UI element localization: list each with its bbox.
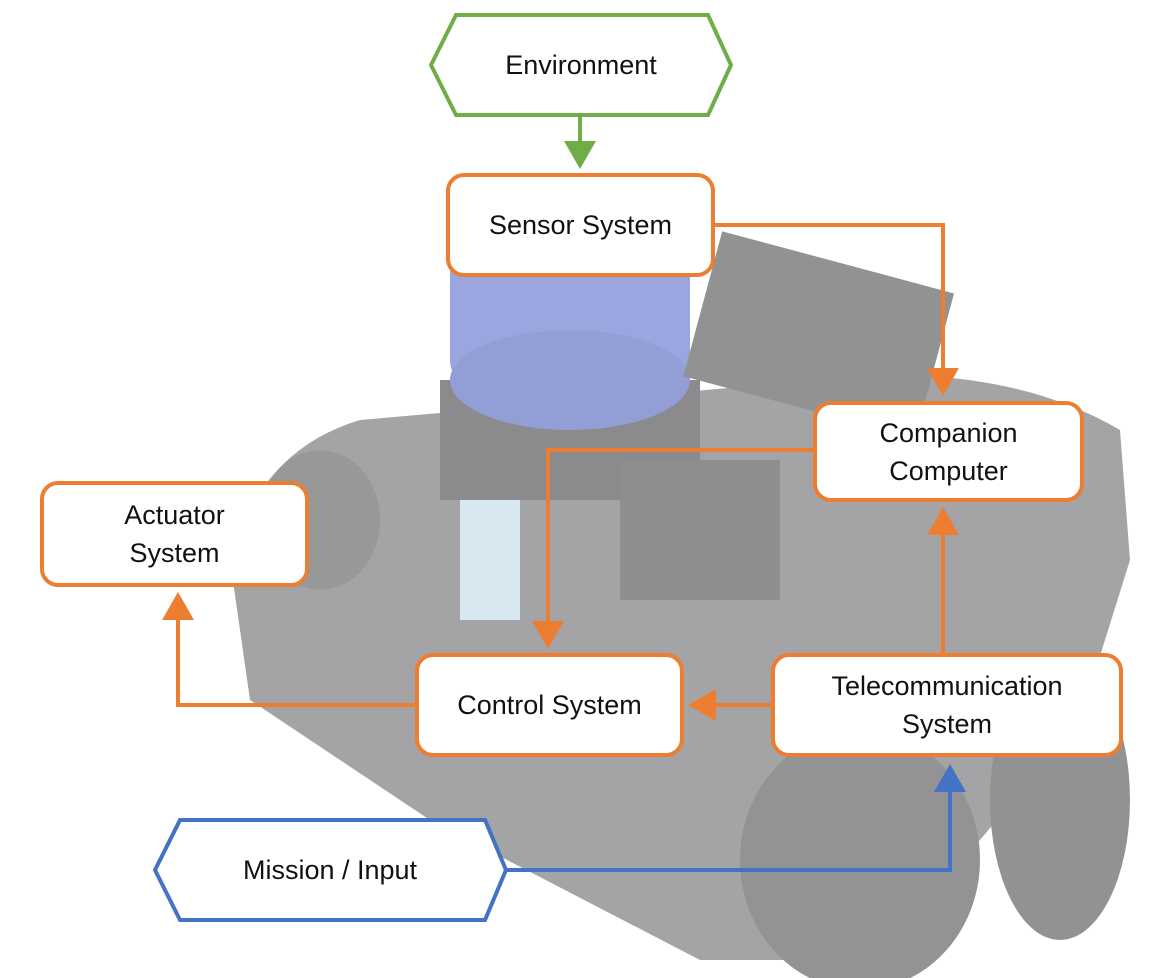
environment-label: Environment	[505, 50, 657, 80]
mission-label: Mission / Input	[242, 855, 418, 885]
sensor-node	[446, 173, 715, 277]
control-label: Control System	[457, 690, 642, 720]
sensor-label: Sensor System	[488, 210, 673, 240]
arrow-mission-to-telecom	[505, 764, 966, 872]
mission-node	[152, 818, 509, 922]
actuator-node	[40, 481, 309, 587]
arrow-companion-to-control	[532, 448, 815, 649]
telecom-label: Telecommunication System	[831, 671, 1063, 739]
arrow-control-to-actuator	[162, 592, 417, 707]
control-node	[415, 653, 684, 757]
arrow-sensor-to-companion	[713, 223, 959, 396]
companion-node	[813, 401, 1084, 502]
telecom-node	[771, 653, 1123, 757]
companion-label: Companion Computer	[879, 417, 1018, 486]
environment-node	[428, 13, 734, 117]
actuator-label: Actuator System	[124, 500, 225, 568]
